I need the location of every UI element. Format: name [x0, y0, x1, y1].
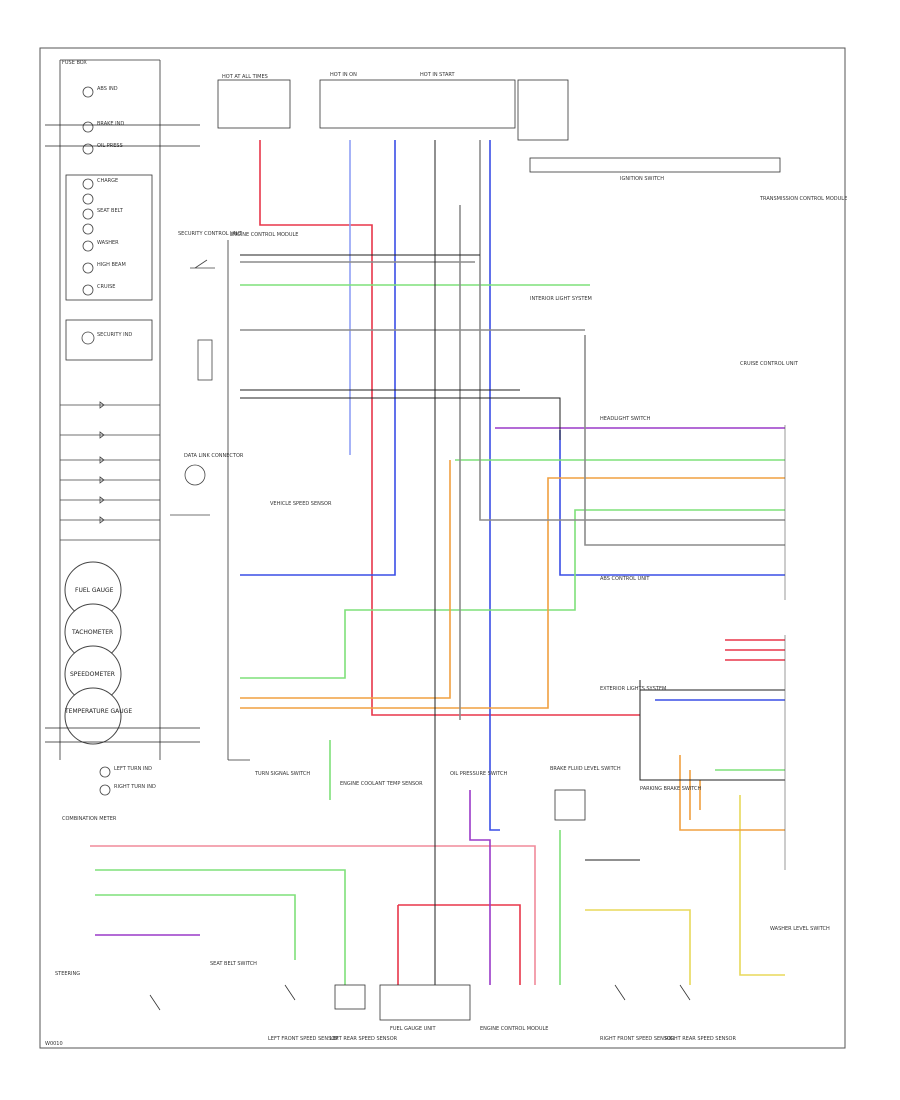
gauges: FUEL GAUGE TACHOMETER SPEEDOMETER TEMPER… — [64, 561, 132, 745]
charge-label: CHARGE — [97, 178, 118, 184]
meter-diodes — [60, 401, 160, 541]
left-front-speed-label: LEFT FRONT SPEED SENSOR — [268, 1036, 339, 1042]
wire-black — [240, 140, 561, 985]
diagram-frame — [39, 47, 846, 1049]
abs-ind-label: ABS IND — [97, 86, 118, 92]
fuse-box-label: FUSE BOX — [62, 60, 87, 66]
turn-indicators: LEFT TURN IND RIGHT TURN IND — [99, 766, 156, 796]
wire-blue-4 — [559, 430, 785, 576]
wire-green-5 — [95, 894, 296, 960]
indicator-lamps: ABS IND BRAKE IND OIL PRESS CHARGE SEAT … — [65, 86, 153, 361]
engine-control-module: ENGINE CONTROL MODULE — [227, 232, 298, 761]
center-switches — [170, 259, 215, 516]
parking-brake-label: PARKING BRAKE SWITCH — [640, 786, 702, 792]
high-beam-label: HIGH BEAM — [97, 262, 126, 268]
wire-red — [259, 140, 640, 716]
wire-gray — [240, 140, 785, 720]
footnote-label: W0010 — [45, 1041, 63, 1047]
combination-meter: FUSE BOX ABS IND BRAKE IND OIL PRESS CHA… — [59, 59, 161, 822]
fuel-gauge-label: FUEL GAUGE — [75, 587, 114, 594]
bottom-components — [149, 789, 691, 1021]
ignition-switch-label: IGNITION SWITCH — [620, 176, 664, 182]
cruise-label: CRUISE — [97, 284, 115, 290]
security-ind-label: SECURITY IND — [97, 332, 132, 338]
temperature-gauge — [64, 687, 122, 745]
wire-red-2 — [90, 845, 536, 985]
turn-signal-label: TURN SIGNAL SWITCH — [254, 771, 310, 777]
cruise-control-label: CRUISE CONTROL UNIT — [740, 361, 799, 367]
tachometer-label: TACHOMETER — [71, 629, 113, 636]
steering-label: STEERING — [55, 971, 80, 977]
wire-yellow-2 — [739, 795, 785, 976]
hot-in-on-label: HOT IN ON — [330, 72, 357, 78]
hot-in-start-label: HOT IN START — [420, 72, 456, 78]
engine-control-bottom-label: ENGINE CONTROL MODULE — [480, 1026, 548, 1032]
speedometer-label: SPEEDOMETER — [70, 671, 115, 678]
temperature-gauge-label: TEMPERATURE GAUGE — [64, 708, 132, 715]
washer-level-label: WASHER LEVEL SWITCH — [770, 926, 830, 932]
wire-black-2 — [585, 680, 785, 861]
wire-purple-3 — [469, 790, 491, 985]
wire-yellow — [585, 909, 691, 985]
hot-at-all-times-label: HOT AT ALL TIMES — [222, 74, 268, 80]
seat-belt-label: SEAT BELT — [97, 208, 124, 214]
wire-pink-right — [725, 639, 785, 661]
wire-orange — [240, 460, 451, 699]
wire-red-3 — [397, 904, 521, 985]
fuel-gauge-unit-label: FUEL GAUGE UNIT — [390, 1026, 437, 1032]
abs-unit-label: ABS CONTROL UNIT — [600, 576, 650, 582]
wire-green-4 — [95, 869, 346, 985]
engine-control-label: ENGINE CONTROL MODULE — [230, 232, 298, 238]
washer-label: WASHER — [97, 240, 119, 246]
left-turn-ind-label: LEFT TURN IND — [114, 766, 152, 772]
combination-meter-label: COMBINATION METER — [62, 816, 117, 822]
wire-orange-3 — [679, 755, 785, 831]
right-turn-ind-label: RIGHT TURN IND — [114, 784, 156, 790]
right-rear-speed-label: RIGHT REAR SPEED SENSOR — [665, 1036, 736, 1042]
brake-fluid-label: BRAKE FLUID LEVEL SWITCH — [550, 766, 621, 772]
wire-green-2 — [240, 509, 785, 679]
oil-pressure-switch-label: OIL PRESSURE SWITCH — [450, 771, 508, 777]
wires — [90, 140, 785, 985]
brake-ind-label: BRAKE IND — [97, 121, 124, 127]
interior-light-label: INTERIOR LIGHT SYSTEM — [530, 296, 592, 302]
data-link-label: DATA LINK CONNECTOR — [184, 453, 244, 459]
tcm-label: TRANSMISSION CONTROL MODULE — [759, 196, 847, 202]
exterior-lights-label: EXTERIOR LIGHTS SYSTEM — [600, 686, 666, 692]
left-rear-speed-label: LEFT REAR SPEED SENSOR — [330, 1036, 398, 1042]
fuse-relay-boxes: HOT AT ALL TIMES HOT IN ON HOT IN START … — [217, 72, 781, 182]
meter-left-wires — [45, 124, 200, 743]
coolant-temp-label: ENGINE COOLANT TEMP SENSOR — [340, 781, 423, 787]
headlight-switch-label: HEADLIGHT SWITCH — [600, 416, 651, 422]
seat-belt-switch-label: SEAT BELT SWITCH — [210, 961, 257, 967]
wire-orange-2 — [240, 477, 785, 709]
wire-blue-3 — [489, 140, 500, 831]
wire-gray-2 — [240, 329, 785, 546]
right-front-speed-label: RIGHT FRONT SPEED SENSOR — [600, 1036, 675, 1042]
security-unit-label: SECURITY CONTROL UNIT — [178, 231, 243, 237]
vss-label: VEHICLE SPEED SENSOR — [270, 501, 332, 507]
